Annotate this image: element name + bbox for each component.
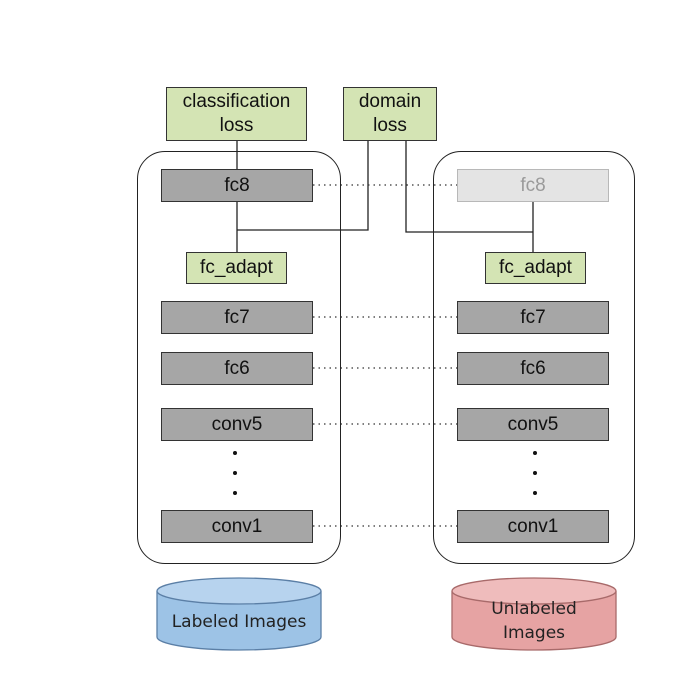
right-conv1-layer: conv1: [457, 510, 609, 543]
classification-loss-box: classification loss: [166, 87, 307, 141]
right-fc-adapt-layer: fc_adapt: [485, 252, 586, 284]
left-ellipsis-dots: [230, 451, 240, 511]
domain-loss-right-line: [405, 140, 533, 233]
unlabeled-images-label: Unlabeled Images: [491, 599, 577, 643]
domain-loss-left-line: [237, 140, 369, 231]
domain-loss-box: domain loss: [343, 87, 437, 141]
right-fc8-layer: fc8: [457, 169, 609, 202]
left-fc7-layer: fc7: [161, 301, 313, 334]
right-ellipsis-dots: [530, 451, 540, 511]
unlabeled-network-panel: [433, 151, 635, 564]
right-conv5-layer: conv5: [457, 408, 609, 441]
unlabeled-database-icon: [451, 577, 617, 651]
right-fc7-layer: fc7: [457, 301, 609, 334]
left-conv5-layer: conv5: [161, 408, 313, 441]
labeled-images-label: Labeled Images: [171, 612, 307, 632]
labeled-database-icon: [156, 577, 322, 651]
left-fc-adapt-layer: fc_adapt: [186, 252, 287, 284]
labeled-network-panel: [137, 151, 341, 564]
left-fc8-layer: fc8: [161, 169, 313, 202]
left-fc6-layer: fc6: [161, 352, 313, 385]
left-conv1-layer: conv1: [161, 510, 313, 543]
right-fc6-layer: fc6: [457, 352, 609, 385]
